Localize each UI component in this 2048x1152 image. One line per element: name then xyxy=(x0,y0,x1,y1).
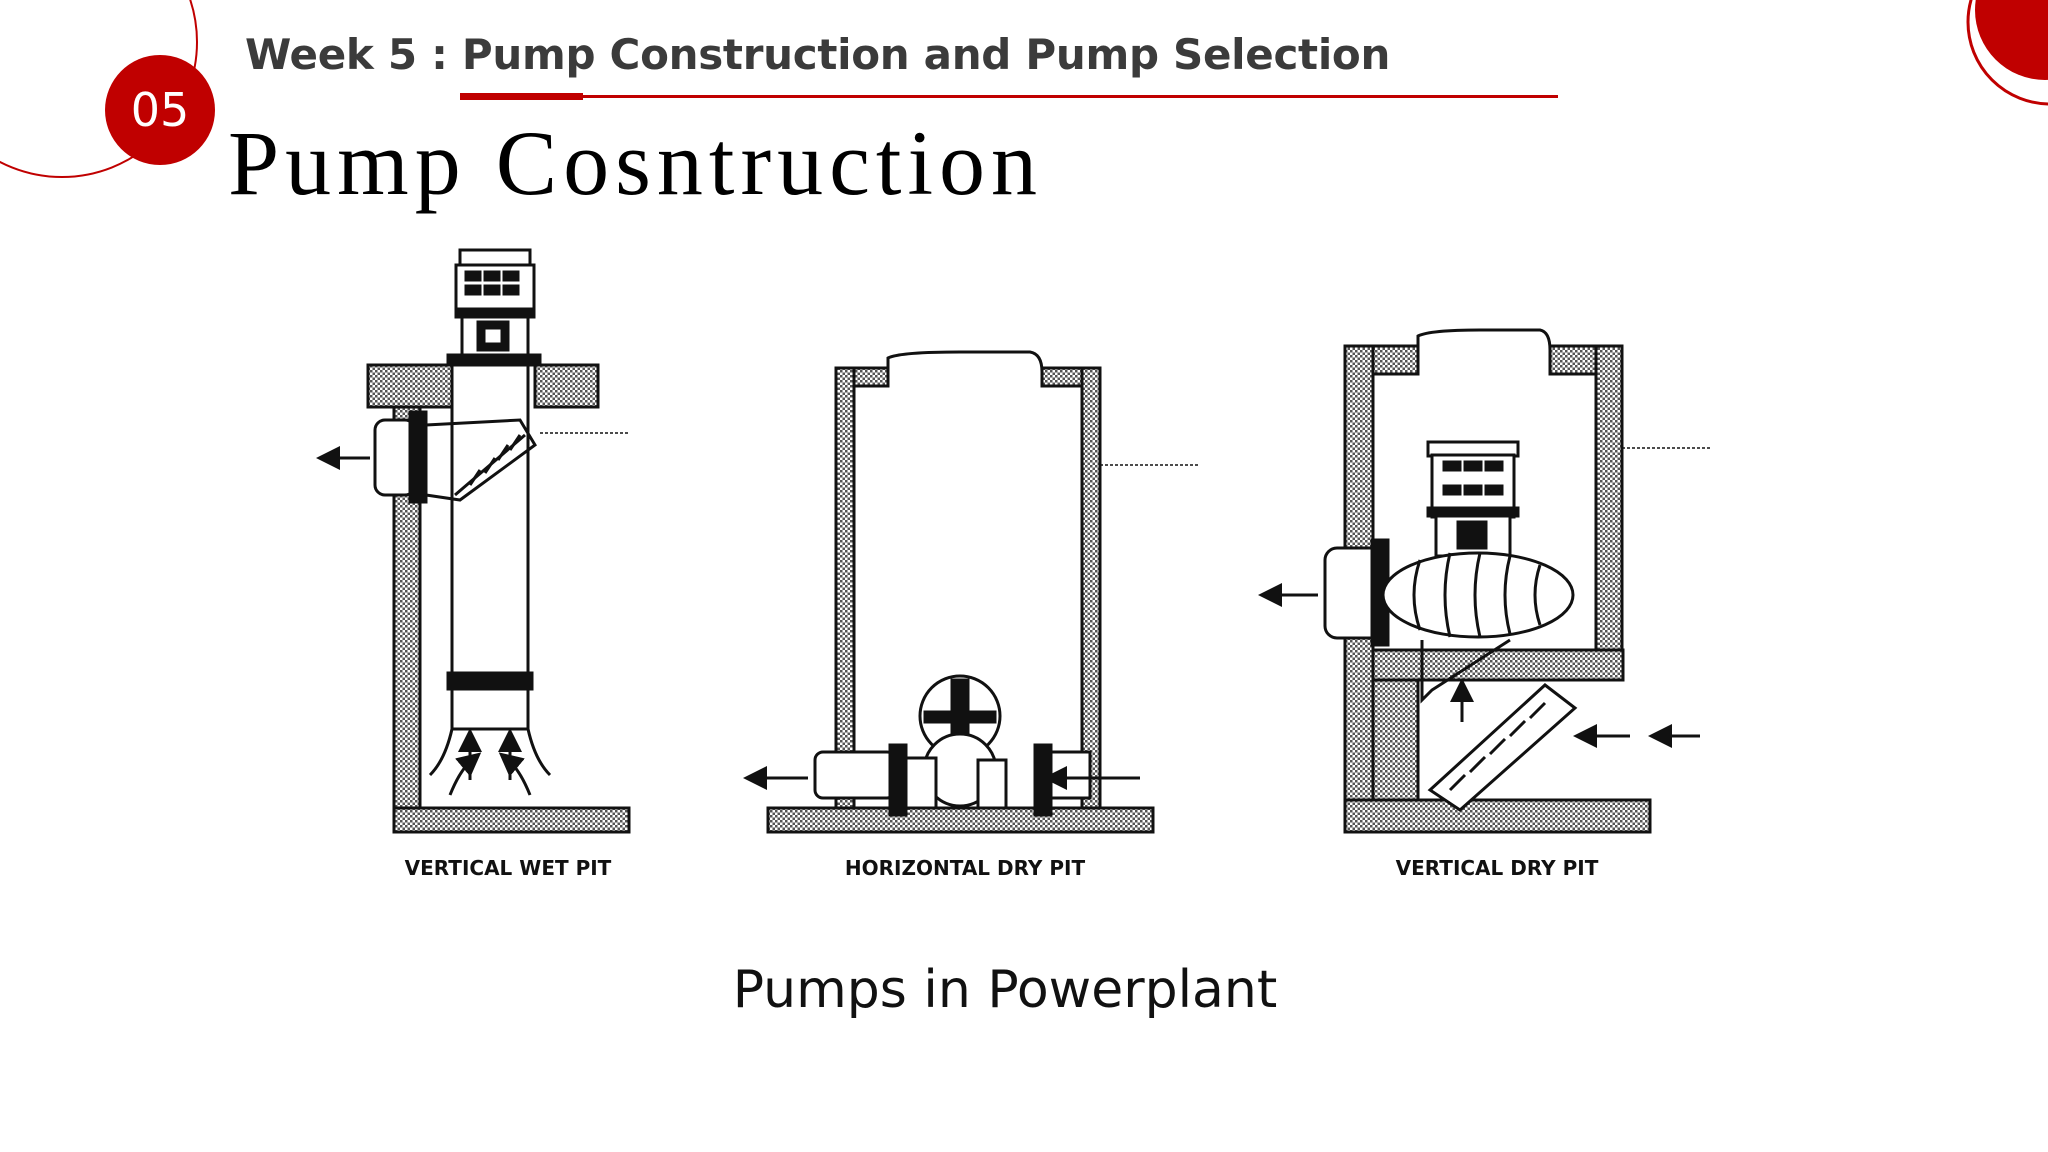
horizontal-dry-pit-diagram xyxy=(743,350,1200,834)
slide-number-badge: 05 xyxy=(105,55,215,165)
slide-title: Pump Cosntruction xyxy=(228,112,1044,214)
subtitle-underline-accent xyxy=(460,93,583,100)
vertical-dry-pit-diagram xyxy=(1258,328,1710,834)
figure-label-vertical-dry-pit: VERTICAL DRY PIT xyxy=(1395,856,1599,880)
slide-subtitle: Week 5 : Pump Construction and Pump Sele… xyxy=(245,30,1391,79)
subtitle-underline xyxy=(460,95,1558,98)
figure-label-vertical-wet-pit: VERTICAL WET PIT xyxy=(404,856,612,880)
vertical-wet-pit-diagram xyxy=(316,248,631,834)
figure-caption: Pumps in Powerplant xyxy=(732,960,1278,1020)
figure-label-horizontal-dry-pit: HORIZONTAL DRY PIT xyxy=(844,856,1086,880)
